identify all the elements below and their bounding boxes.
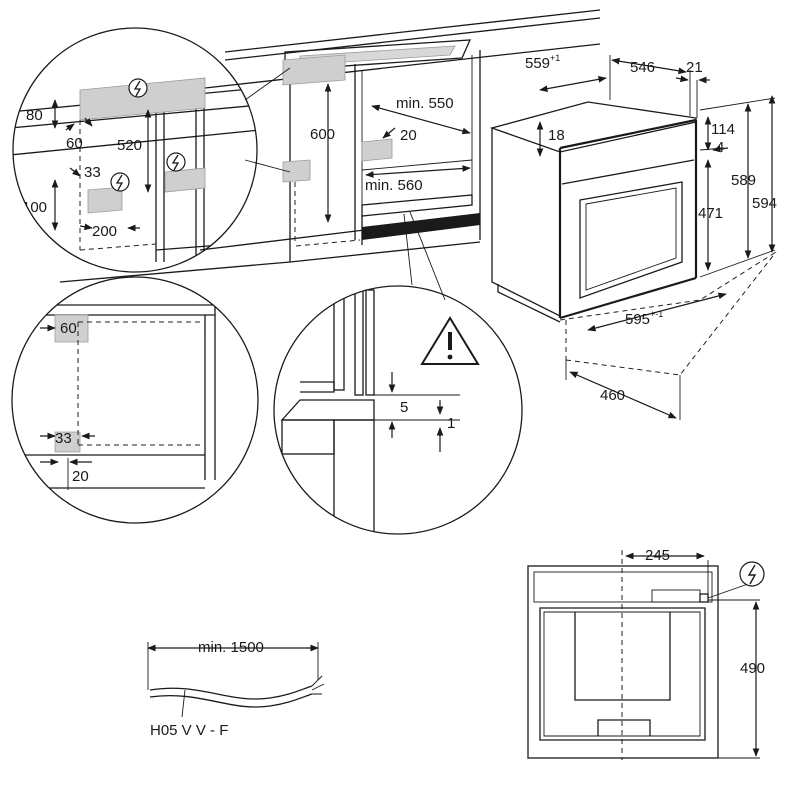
- oven-21-label: 21: [686, 59, 703, 76]
- cabinet-top-80-label: 80: [26, 107, 43, 124]
- oven-drawing: 559+1 546 21 18 114 4 471 589 594 595+-1…: [489, 53, 777, 420]
- oven-width-559-label: 559+1: [525, 53, 560, 72]
- warning-triangle-icon: [420, 316, 480, 365]
- kitchen-cabinet-drawing: 600 min. 550 20 min. 560: [59, 9, 601, 301]
- oven-114-label: 114: [711, 121, 735, 138]
- rear-245-label: 245: [645, 547, 670, 564]
- power-cable-drawing: min. 1500 H05 V V - F: [147, 639, 325, 739]
- oven-595-label: 595+-1: [625, 309, 663, 328]
- detail-33-label: 33: [55, 430, 72, 447]
- detail-60-label: 60: [60, 320, 77, 337]
- oven-depth-546-label: 546: [630, 59, 655, 76]
- power-symbol-icon: [110, 172, 130, 192]
- oven-18-label: 18: [548, 127, 565, 144]
- power-symbol-icon: [739, 561, 765, 587]
- niche-gap-20-label: 20: [400, 127, 417, 144]
- detail-1-label: 1: [447, 415, 455, 432]
- power-symbol-icon: [166, 152, 186, 172]
- socket-100-label: 100: [22, 199, 47, 216]
- oven-589-label: 589: [731, 172, 756, 189]
- socket-200-label: 200: [92, 223, 117, 240]
- niche-width-min550-label: min. 550: [396, 95, 454, 112]
- oven-460-label: 460: [600, 387, 625, 404]
- rear-490-label: 490: [740, 660, 765, 677]
- cabinet-depth-520-label: 520: [117, 137, 142, 154]
- oven-594-label: 594: [752, 195, 777, 212]
- niche-height-600-label: 600: [310, 126, 335, 143]
- detail-20-label: 20: [72, 468, 89, 485]
- detail-circle-side-view: 60 33 20: [11, 276, 259, 524]
- oven-471-label: 471: [698, 205, 723, 222]
- cabinet-side-60-label: 60: [66, 135, 83, 152]
- cable-type-label: H05 V V - F: [150, 722, 228, 739]
- socket-33-label: 33: [84, 164, 101, 181]
- power-symbol-icon: [128, 78, 148, 98]
- niche-depth-min560-label: min. 560: [365, 177, 423, 194]
- detail-circle-fitting: 5 1: [273, 285, 523, 535]
- detail-5-label: 5: [400, 399, 408, 416]
- oven-4-label: 4: [716, 139, 724, 156]
- oven-rear-view: 245 490: [527, 547, 765, 760]
- detail-circle-cabinet-top: 80 60 520 33 100 200: [12, 27, 258, 273]
- cable-length-label: min. 1500: [198, 639, 264, 656]
